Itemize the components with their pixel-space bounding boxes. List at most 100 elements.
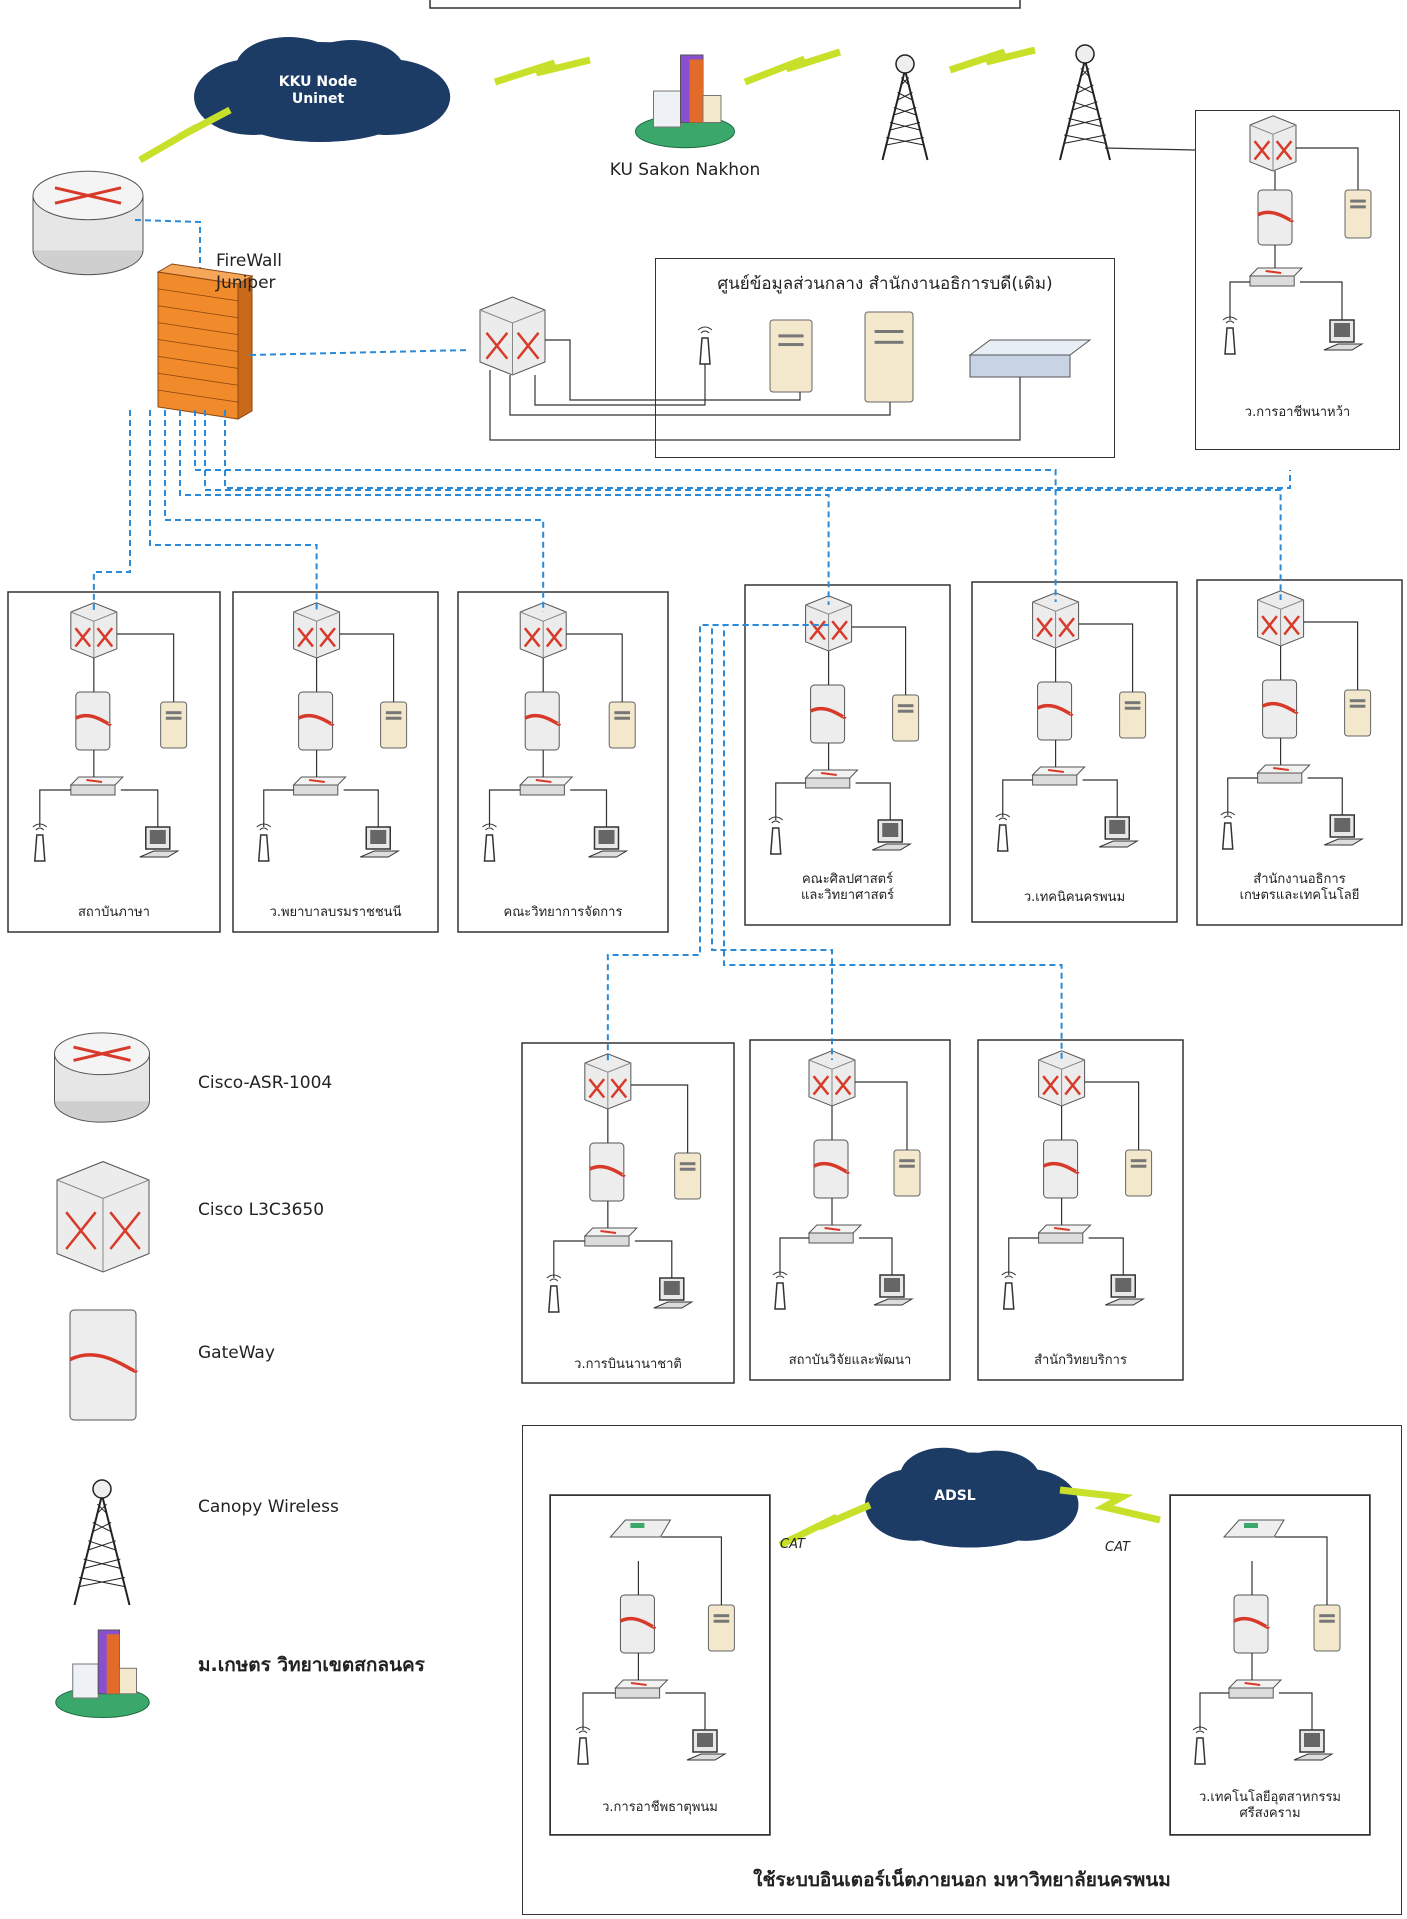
wireless-link-icon (493, 56, 591, 86)
lan-cable (634, 1240, 673, 1278)
server-icon (608, 701, 636, 749)
site-label: คณะวิทยาการจัดการ (503, 905, 623, 920)
remote-site-label: ว.การอาชีพนาหว้า (1244, 405, 1351, 420)
switch-hub-icon (519, 776, 574, 796)
lan-cable (1300, 281, 1343, 320)
legend-label: GateWay (198, 1343, 275, 1363)
lan-cable (570, 789, 608, 827)
switch-hub-icon (804, 769, 859, 789)
lan-cable (665, 1692, 706, 1730)
firewall-uplink (134, 219, 201, 275)
server-icon (1119, 691, 1147, 739)
workstation-icon (653, 1277, 694, 1309)
switch-hub-icon (1256, 764, 1311, 784)
l3-switch-icon (56, 1161, 150, 1273)
gateway-icon (813, 1139, 850, 1199)
row2-site-1-box (521, 1042, 735, 1384)
wireless-ap-icon (1222, 316, 1238, 355)
lan-cable (509, 375, 891, 416)
legend-label: Cisco-ASR-1004 (198, 1073, 333, 1093)
wireless-ap-icon (1220, 811, 1236, 850)
row2-link-3 (723, 624, 1063, 1060)
server-icon (1344, 689, 1372, 737)
lan-cable (1199, 1692, 1229, 1730)
external-site-right-label: ว.เทคโนโลยีอุตสาหกรรม ศรีสงคราม (1198, 1790, 1342, 1821)
core-link (249, 349, 471, 356)
central-datacenter-box (655, 258, 1115, 458)
firewall-link-remote (224, 410, 1291, 489)
external-site-left-box (550, 1495, 770, 1835)
lan-cable (1279, 1692, 1313, 1730)
gateway-icon (1261, 679, 1299, 739)
gateway-icon (1036, 681, 1074, 741)
workstation-icon (872, 819, 913, 851)
l3-switch-icon (1257, 590, 1305, 647)
row1-site-4-box (744, 584, 951, 926)
campus-building-icon (55, 1629, 150, 1719)
row2-link-2 (711, 624, 833, 1060)
l3-switch-icon (519, 602, 567, 659)
wireless-link-icon (948, 46, 1036, 74)
switch-hub-icon (292, 776, 347, 796)
core-switch-icon (479, 296, 546, 376)
lan-cable (116, 633, 175, 702)
lan-cable (339, 633, 395, 702)
external-caption: ใช้ระบบอินเตอร์เน็ตภายนอก มหาวิทยาลัยนคร… (753, 1869, 1171, 1891)
switch-hub-icon (583, 1227, 639, 1247)
l3-switch-icon (1038, 1050, 1086, 1107)
wireless-link-icon (138, 106, 232, 164)
canopy-tower-icon (73, 1479, 131, 1606)
wireless-ap-icon (1001, 1271, 1017, 1310)
wireless-ap-icon (768, 816, 784, 855)
site-label: คณะศิลปศาสตร์ และวิทยาศาสตร์ (800, 872, 895, 903)
server-icon (1125, 1149, 1153, 1197)
row2-link-1 (606, 624, 829, 1063)
server-icon (769, 319, 813, 393)
site-label: ว.การบินนานาชาติ (574, 1357, 682, 1372)
site-label: สถาบันวิจัยและพัฒนา (788, 1353, 912, 1368)
lan-cable (553, 1240, 585, 1278)
wireless-ap-icon (32, 823, 48, 862)
firewall-label: FireWall Juniper (216, 251, 282, 293)
l3-switch-icon (808, 1050, 856, 1107)
canopy-tower-icon (881, 54, 929, 161)
switch-hub-icon (1037, 1224, 1092, 1244)
gateway-icon (809, 684, 847, 744)
gateway-icon (619, 1594, 657, 1654)
lan-cable (1088, 1237, 1124, 1275)
server-icon (674, 1152, 702, 1200)
switch-hub-icon (69, 776, 125, 796)
lan-cable (1227, 777, 1258, 815)
row1-site-3-box (457, 591, 669, 933)
lan-cable (566, 633, 623, 702)
row1-site-5-box (971, 581, 1178, 923)
ku-sakon-label: KU Sakon Nakhon (609, 160, 761, 180)
storage-icon (968, 339, 1092, 378)
lan-cable (775, 782, 806, 820)
lan-cable (1008, 1237, 1039, 1275)
server-icon (1313, 1604, 1341, 1652)
row2-site-3-box (977, 1039, 1184, 1381)
site-label: สำนักงานอธิการ เกษตรและเทคโนโลยี (1239, 872, 1360, 903)
cat-link-left-label: CAT (780, 1537, 805, 1552)
wireless-link-icon (778, 1501, 872, 1549)
legend-label: ม.เกษตร วิทยาเขตสกลนคร (198, 1654, 425, 1676)
firewall-icon (156, 263, 254, 420)
external-network-box (522, 1425, 1402, 1915)
row1-site-2-box (232, 591, 439, 933)
lan-cable (630, 1084, 689, 1153)
site-label: ว.พยาบาลบรมราชชนนี (269, 905, 402, 920)
gateway-icon (297, 691, 335, 751)
cat-link-right-label: CAT (1105, 1540, 1130, 1555)
gateway-icon (1042, 1139, 1080, 1199)
workstation-icon (1324, 814, 1365, 846)
lan-cable (263, 789, 294, 827)
lan-cable (489, 370, 1021, 441)
server-icon (864, 311, 914, 403)
lan-cable (1084, 1081, 1140, 1150)
central-datacenter-title: ศูนย์ข้อมูลส่วนกลาง สำนักงานอธิการบดี(เด… (717, 274, 1053, 294)
lan-cable (343, 789, 379, 827)
lan-cable (1078, 623, 1134, 692)
l3-switch-icon (584, 1053, 632, 1110)
